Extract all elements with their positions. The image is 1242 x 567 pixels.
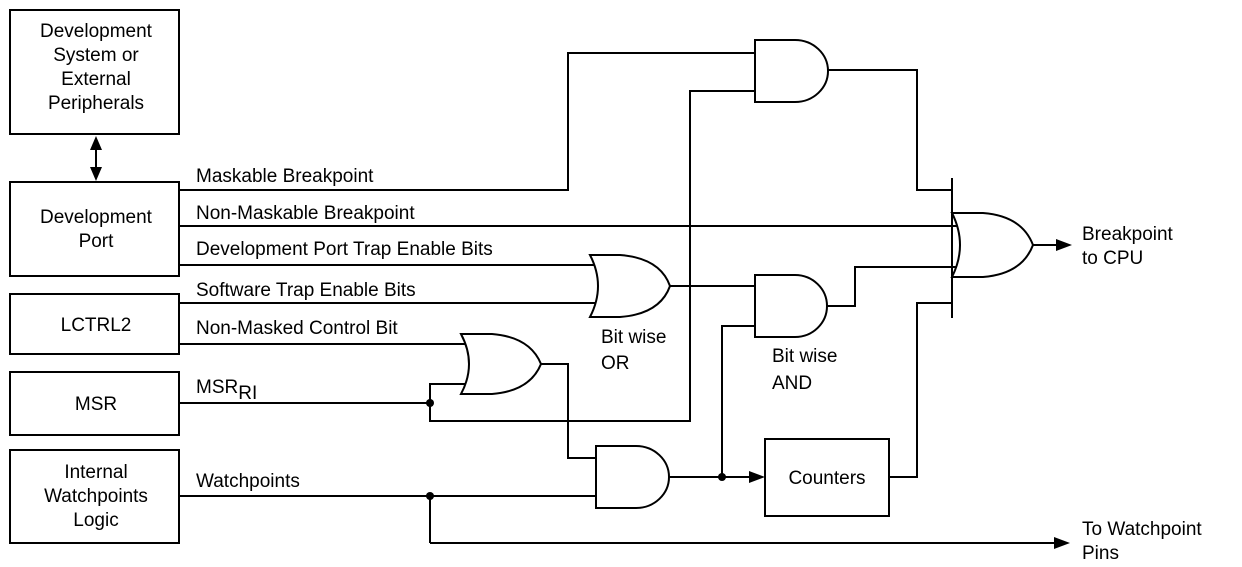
watchpoint-pins-label-line2: Pins [1082, 543, 1119, 564]
counters-to-final-or-wire [889, 302, 952, 478]
watchpoints-label: Watchpoints [196, 471, 300, 492]
control-or-gate [459, 333, 543, 395]
lower-and-gate [595, 445, 670, 509]
counters-label: Counters [788, 468, 865, 489]
bidirectional-arrow [90, 136, 102, 181]
internal-watchpoints-label-line2: Watchpoints [44, 486, 148, 507]
dev-port-label-line2: Port [79, 231, 115, 252]
bitwise-or-label-line2: OR [601, 353, 630, 374]
breakpoint-cpu-arrowhead [1056, 239, 1072, 251]
software-trap-label: Software Trap Enable Bits [196, 280, 416, 301]
breakpoint-cpu-label-line1: Breakpoint [1082, 224, 1174, 245]
dev-system-label-line2: System or [53, 45, 139, 66]
dev-system-label-line4: Peripherals [48, 93, 144, 114]
final-or-gate [950, 212, 1035, 278]
internal-watchpoints-label-line1: Internal [64, 462, 127, 483]
lctrl2-block: LCTRL2 [9, 293, 180, 355]
msr-ri-subscript: RI [238, 383, 257, 404]
bitwise-or-gate [588, 254, 672, 318]
internal-watchpoints-block: Internal Watchpoints Logic [9, 449, 180, 544]
control-or-to-lower-and-wire [541, 363, 596, 459]
watchpoint-pins-arrowhead [1054, 537, 1070, 549]
top-and-gate [754, 39, 829, 103]
dev-system-block: Development System or External Periphera… [9, 9, 180, 135]
counters-arrowhead [749, 471, 765, 483]
msr-junction-dot [426, 399, 434, 407]
internal-watchpoints-label-line3: Logic [73, 510, 118, 531]
msr-block: MSR [9, 371, 180, 436]
maskable-breakpoint-wire [179, 52, 755, 191]
msr-label: MSR [75, 394, 117, 415]
dev-system-label-line1: Development [40, 21, 153, 42]
dev-system-label-line3: External [61, 69, 131, 90]
bitwise-and-label-line2: AND [772, 373, 812, 394]
bitwise-and-gate [754, 274, 828, 338]
bitwise-and-label-line1: Bit wise [772, 346, 837, 367]
non-masked-control-label: Non-Masked Control Bit [196, 318, 398, 339]
dev-port-label-line1: Development [40, 207, 153, 228]
watchpoint-pins-label-line1: To Watchpoint [1082, 519, 1202, 540]
non-maskable-breakpoint-label: Non-Maskable Breakpoint [196, 203, 415, 224]
dev-port-block: Development Port [9, 181, 180, 277]
msr-ri-main: MSR [196, 377, 238, 398]
bitwise-and-to-final-or-wire [827, 266, 957, 307]
bitwise-or-label-line1: Bit wise [601, 327, 666, 348]
msr-to-top-and-wire [429, 90, 755, 422]
top-and-to-final-or-wire [828, 69, 952, 191]
maskable-breakpoint-label: Maskable Breakpoint [196, 166, 374, 187]
breakpoint-cpu-label-line2: to CPU [1082, 248, 1143, 269]
lctrl2-label: LCTRL2 [61, 315, 132, 336]
lower-and-to-bitwise-and-wire [721, 325, 755, 477]
msr-ri-label: MSRRI [196, 377, 257, 404]
dev-port-trap-label: Development Port Trap Enable Bits [196, 239, 493, 260]
counters-block: Counters [764, 438, 890, 517]
msr-to-or-wire [429, 383, 466, 403]
